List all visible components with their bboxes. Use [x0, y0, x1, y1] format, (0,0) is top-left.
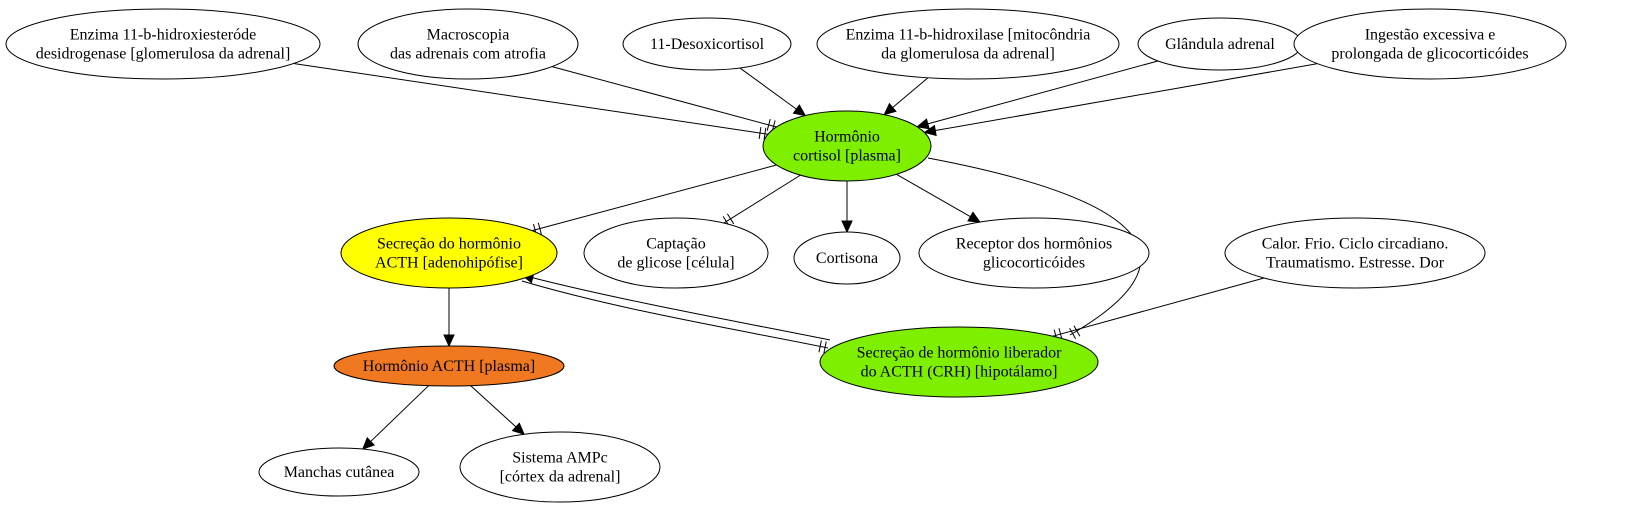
node-desoxicortisol: 11-Desoxicortisol — [622, 17, 792, 71]
node-macroscopia-label-1: Macroscopia — [427, 27, 510, 44]
node-glandula-adrenal: Glândula adrenal — [1137, 17, 1303, 71]
node-captacao-ellipse — [583, 217, 769, 289]
node-secrecao-acth-ellipse — [340, 217, 558, 289]
edge-ingestao-to-cortisol-line — [935, 63, 1318, 132]
node-crh: Secreção de hormônio liberador do ACTH (C… — [819, 326, 1099, 398]
node-receptor-ellipse — [918, 217, 1150, 289]
edge-desoxicortisol-to-cortisol-line — [739, 67, 797, 110]
node-crh-ellipse — [819, 326, 1099, 398]
edge-macroscopia-to-cortisol — [551, 66, 777, 133]
edge-crh-to-secrecao-acth-line — [532, 277, 831, 341]
edge-glandula-adrenal-to-cortisol-line — [927, 60, 1159, 125]
edge-hormonio-acth-to-manchas — [361, 385, 429, 450]
node-crh-label-2: do ACTH (CRH) [hipotálamo] — [861, 364, 1058, 381]
edge-cortisol-to-captacao — [722, 174, 801, 227]
node-hormonio-acth: Hormônio ACTH [plasma] — [333, 345, 565, 387]
edge-calor-to-crh — [1052, 277, 1265, 342]
edge-hormonio-acth-to-ampc-line — [470, 385, 517, 428]
node-secrecao-acth-label-2: ACTH [adenohipófise] — [375, 255, 523, 272]
edge-secrecao-acth-to-crh-line — [521, 280, 829, 349]
edge-enzima-11b-hidroxilase-to-cortisol-line — [892, 77, 929, 108]
node-calor-label-1: Calor. Frio. Ciclo circadiano. — [1262, 236, 1449, 253]
node-calor: Calor. Frio. Ciclo circadiano. Traumatism… — [1224, 217, 1486, 289]
node-receptor-label-2: glicocorticóides — [983, 255, 1085, 272]
edge-secrecao-acth-to-hormonio-acth-arrowhead — [443, 334, 455, 348]
node-ampc-ellipse — [459, 431, 661, 503]
node-cortisol-label-1: Hormônio — [814, 129, 880, 146]
node-crh-label-1: Secreção de hormônio liberador — [857, 345, 1062, 362]
node-cortisol-label-2: cortisol [plasma] — [793, 148, 901, 165]
edge-cortisol-to-captacao-line — [723, 174, 801, 224]
node-enzima-11b-hse-label-1: Enzima 11-b-hidroxiesteróde — [70, 27, 256, 44]
edge-cortisol-to-receptor-arrowhead — [967, 211, 982, 223]
node-manchas-ellipse — [258, 447, 420, 497]
node-macroscopia-label-2: das adrenais com atrofia — [390, 46, 546, 63]
node-captacao-label-2: de glicose [célula] — [617, 255, 734, 272]
edge-hormonio-acth-to-ampc-arrowhead — [511, 422, 525, 436]
edge-ingestao-to-cortisol — [923, 63, 1318, 137]
node-ampc-label-1: Sistema AMPc — [512, 450, 608, 467]
node-cortisona-label-1: Cortisona — [816, 250, 878, 267]
node-calor-ellipse — [1224, 217, 1486, 289]
edge-hormonio-acth-to-ampc — [470, 385, 525, 436]
node-cortisol-ellipse — [762, 110, 932, 182]
edge-macroscopia-to-cortisol-line — [551, 66, 777, 128]
edge-enzima-11b-hidroxilase-to-cortisol — [883, 77, 929, 116]
edges-layer — [293, 60, 1318, 450]
node-ampc: Sistema AMPc [córtex da adrenal] — [459, 431, 661, 503]
node-desoxicortisol-label-1: 11-Desoxicortisol — [650, 36, 765, 53]
edge-secrecao-acth-to-crh — [521, 280, 829, 354]
node-ingestao-ellipse — [1293, 8, 1567, 80]
node-captacao: Captação de glicose [célula] — [583, 217, 769, 289]
edge-calor-to-crh-line — [1052, 277, 1265, 337]
node-cortisona-ellipse — [793, 231, 901, 285]
node-enzima-11b-hidroxilase-label-1: Enzima 11-b-hidroxilase [mitocôndria — [846, 27, 1091, 44]
node-receptor: Receptor dos hormônios glicocorticóides — [918, 217, 1150, 289]
node-enzima-11b-hse: Enzima 11-b-hidroxiesteróde desidrogenase… — [5, 8, 321, 80]
node-enzima-11b-hidroxilase-ellipse — [816, 8, 1120, 80]
edge-glandula-adrenal-to-cortisol-arrowhead — [916, 118, 930, 130]
node-enzima-11b-hidroxilase-label-2: da glomerulosa da adrenal] — [881, 46, 1055, 63]
node-enzima-11b-hse-ellipse — [5, 8, 321, 80]
node-hormonio-acth-label-1: Hormônio ACTH [plasma] — [363, 358, 535, 375]
edge-enzima-11b-hidroxilase-to-cortisol-arrowhead — [883, 102, 897, 116]
node-enzima-11b-hidroxilase: Enzima 11-b-hidroxilase [mitocôndria da g… — [816, 8, 1120, 80]
node-cortisona: Cortisona — [793, 231, 901, 285]
edge-secrecao-acth-to-hormonio-acth — [443, 288, 455, 348]
node-manchas: Manchas cutânea — [258, 447, 420, 497]
node-manchas-label-1: Manchas cutânea — [284, 464, 395, 481]
node-macroscopia-ellipse — [357, 8, 579, 80]
node-receptor-label-1: Receptor dos hormônios — [956, 236, 1112, 253]
node-glandula-adrenal-label-1: Glândula adrenal — [1165, 36, 1275, 53]
edge-enzima-11b-hse-to-cortisol — [293, 62, 768, 140]
node-captacao-label-1: Captação — [646, 236, 706, 253]
node-ingestao: Ingestão excessiva e prolongada de glicoc… — [1293, 8, 1567, 80]
node-macroscopia: Macroscopia das adrenais com atrofia — [357, 8, 579, 80]
node-enzima-11b-hse-label-2: desidrogenase [glomerulosa da adrenal] — [36, 46, 291, 63]
node-secrecao-acth-label-1: Secreção do hormônio — [377, 236, 521, 253]
node-hormonio-acth-ellipse — [333, 345, 565, 387]
edge-cortisol-to-secrecao-acth-line — [531, 164, 777, 232]
edge-cortisol-to-cortisona — [841, 181, 853, 234]
edge-enzima-11b-hse-to-cortisol-line — [293, 62, 768, 135]
edge-cortisol-to-cortisona-arrowhead — [841, 220, 853, 234]
edge-glandula-adrenal-to-cortisol — [916, 60, 1159, 130]
edge-desoxicortisol-to-cortisol — [739, 67, 807, 117]
node-ingestao-label-1: Ingestão excessiva e — [1365, 27, 1496, 44]
node-cortisol: Hormônio cortisol [plasma] — [762, 110, 932, 182]
edge-hormonio-acth-to-manchas-line — [370, 385, 429, 442]
edge-desoxicortisol-to-cortisol-arrowhead — [792, 104, 807, 117]
edge-cortisol-to-receptor-line — [896, 173, 971, 218]
node-calor-label-2: Traumatismo. Estresse. Dor — [1266, 255, 1445, 272]
node-desoxicortisol-ellipse — [622, 17, 792, 71]
edge-cortisol-to-receptor — [896, 173, 982, 223]
nodes-layer: Enzima 11-b-hidroxiesteróde desidrogenase… — [5, 8, 1567, 503]
node-ingestao-label-2: prolongada de glicocorticóides — [1331, 46, 1528, 63]
node-ampc-label-2: [córtex da adrenal] — [500, 469, 621, 486]
